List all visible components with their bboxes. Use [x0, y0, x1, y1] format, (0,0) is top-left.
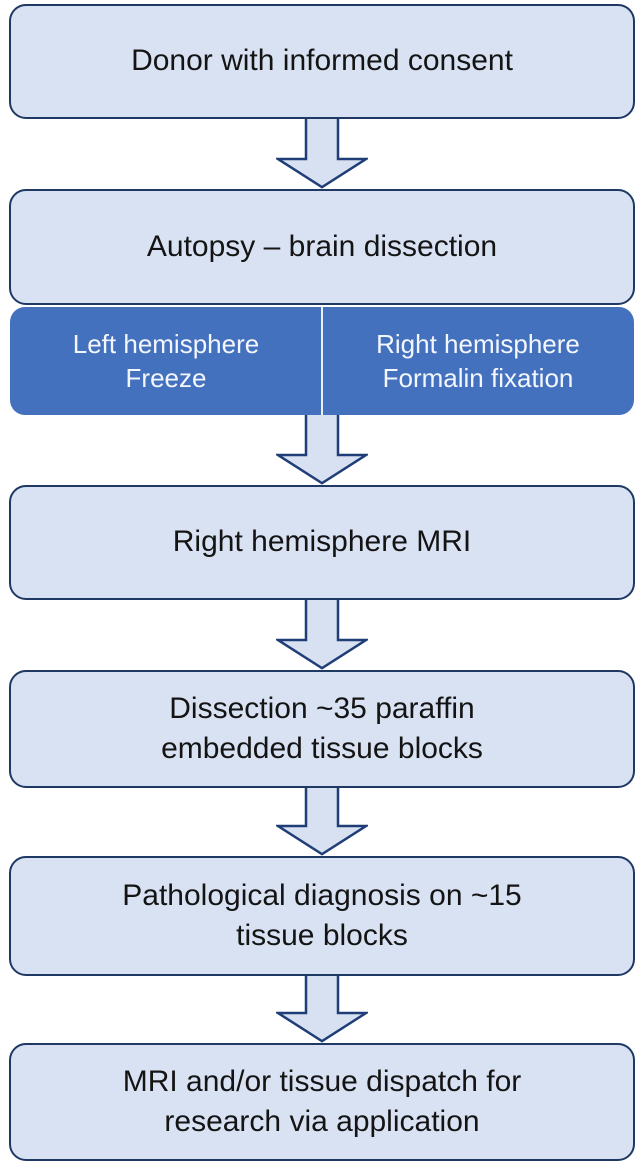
split-right-line2: Formalin fixation	[382, 363, 574, 393]
split-divider	[321, 307, 323, 415]
down-arrow-icon	[276, 788, 368, 856]
step-box-diagnosis: Pathological diagnosis on ~15 tissue blo…	[9, 856, 635, 976]
down-arrow-icon	[276, 600, 368, 670]
step-label-dispatch: MRI and/or tissue dispatch for research …	[122, 1064, 522, 1139]
step-box-autopsy: Autopsy – brain dissection	[9, 189, 635, 305]
step-label-diagnosis: Pathological diagnosis on ~15 tissue blo…	[122, 878, 522, 953]
step-box-dissection: Dissection ~35 paraffin embedded tissue …	[9, 670, 635, 788]
step-box-donor: Donor with informed consent	[9, 4, 635, 119]
step-box-dispatch: MRI and/or tissue dispatch for research …	[9, 1043, 635, 1161]
split-left-line2: Freeze	[125, 363, 207, 393]
split-left-cell: Left hemisphere Freeze	[10, 307, 322, 415]
down-arrow-icon	[276, 976, 368, 1043]
down-arrow-icon	[276, 415, 368, 485]
step-label-donor: Donor with informed consent	[131, 44, 513, 78]
step-box-mri: Right hemisphere MRI	[9, 485, 635, 600]
step-label-dissection: Dissection ~35 paraffin embedded tissue …	[161, 691, 483, 766]
split-left-line1: Left hemisphere	[72, 328, 260, 359]
hemisphere-split-box: Left hemisphere Freeze Right hemisphere …	[10, 307, 634, 415]
step-label-autopsy: Autopsy – brain dissection	[146, 229, 498, 263]
split-right-cell: Right hemisphere Formalin fixation	[322, 307, 634, 415]
step-label-mri: Right hemisphere MRI	[172, 525, 472, 559]
down-arrow-icon	[276, 119, 368, 189]
split-right-line1: Right hemisphere	[376, 328, 580, 359]
